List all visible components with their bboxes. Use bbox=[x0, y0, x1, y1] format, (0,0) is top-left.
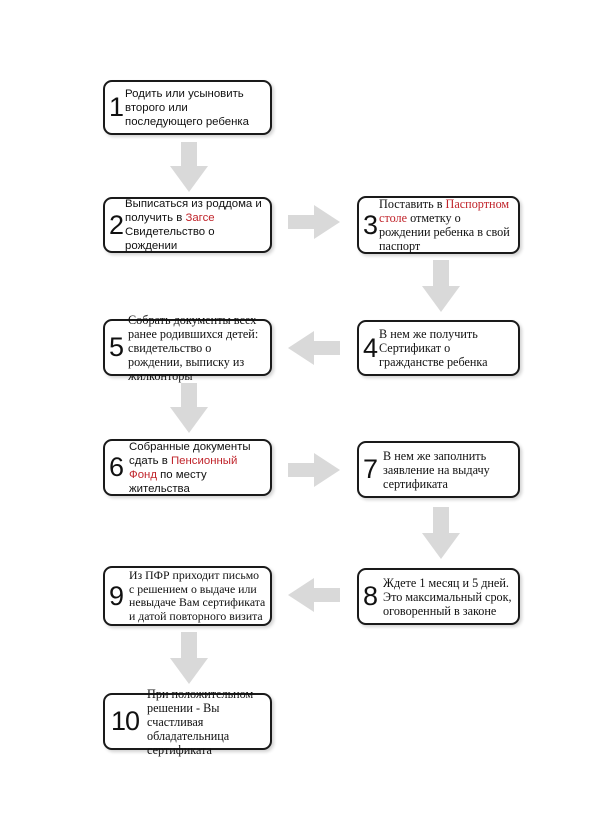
pension-fund-highlight: Пенсионный Фонд bbox=[129, 454, 238, 481]
arrow-shape bbox=[288, 205, 340, 239]
arrow-shape bbox=[288, 578, 340, 612]
step-2-box: 2 Выписаться из роддома и получить в Заг… bbox=[103, 197, 272, 253]
step-10-box: 10 При положительном решении - Вы счастл… bbox=[103, 687, 272, 757]
step-6-number: 6 bbox=[109, 452, 124, 482]
step-10-number: 10 bbox=[111, 706, 140, 736]
step-6-text: Собранные документы сдать в Пенсионный Ф… bbox=[129, 440, 251, 495]
step-1-text: Родить или усыновить второго или последу… bbox=[125, 87, 249, 128]
step-4-number: 4 bbox=[363, 332, 378, 363]
arrow-down-3-4 bbox=[422, 260, 460, 312]
step-1-box: 1 Родить или усыновить второго или после… bbox=[103, 80, 272, 135]
step-5-text: Собрать документы всех ранее родившихся … bbox=[128, 312, 259, 383]
step-2-text: Выписаться из роддома и получить в Загсе… bbox=[125, 198, 262, 252]
arrow-right-6-7 bbox=[288, 453, 340, 487]
step-10-text: При положительном решении - Вы счастлива… bbox=[147, 686, 254, 757]
step-4-box: 4 В нем же получить Сертификат о граждан… bbox=[357, 320, 520, 376]
step-5-box: 5 Собрать документы всех ранее родившихс… bbox=[103, 313, 272, 383]
step-3-text: Поставить в Паспортном столе отметку о р… bbox=[379, 197, 510, 253]
passport-office-highlight: Паспортном столе bbox=[379, 197, 510, 225]
step-7-box: 7 В нем же заполнить заявление на выдачу… bbox=[357, 441, 520, 498]
arrow-down-1-2 bbox=[170, 142, 208, 192]
step-6-box: 6 Собранные документы сдать в Пенсионный… bbox=[103, 439, 272, 496]
step-2-number: 2 bbox=[109, 209, 124, 240]
arrow-shape bbox=[288, 453, 340, 487]
arrow-shape bbox=[422, 260, 460, 312]
step-7-text: В нем же заполнить заявление на выдачу с… bbox=[383, 448, 490, 491]
step-9-box: 9 Из ПФР приходит письмо с решением о вы… bbox=[103, 566, 272, 626]
arrow-left-4-5 bbox=[288, 331, 340, 365]
step-4-text: В нем же получить Сертификат о гражданст… bbox=[379, 327, 488, 369]
step-1-number: 1 bbox=[109, 92, 124, 122]
step-3-box: 3 Поставить в Паспортном столе отметку о… bbox=[357, 196, 520, 254]
arrow-down-5-6 bbox=[170, 383, 208, 433]
step-3-number: 3 bbox=[363, 209, 378, 240]
arrow-shape bbox=[288, 331, 340, 365]
zags-highlight: Загсе bbox=[185, 212, 215, 224]
arrow-right-2-3 bbox=[288, 205, 340, 239]
arrow-down-9-10 bbox=[170, 632, 208, 684]
arrow-shape bbox=[170, 632, 208, 684]
arrow-shape bbox=[170, 383, 208, 433]
step-9-text: Из ПФР приходит письмо с решением о выда… bbox=[129, 568, 266, 623]
step-9-number: 9 bbox=[109, 580, 124, 611]
arrow-shape bbox=[422, 507, 460, 559]
step-7-number: 7 bbox=[363, 454, 378, 484]
step-8-text: Ждете 1 месяц и 5 дней. Это максимальный… bbox=[383, 575, 512, 618]
step-8-box: 8 Ждете 1 месяц и 5 дней. Это максимальн… bbox=[357, 568, 520, 625]
arrow-left-8-9 bbox=[288, 578, 340, 612]
arrow-shape bbox=[170, 142, 208, 192]
step-5-number: 5 bbox=[109, 332, 124, 362]
step-8-number: 8 bbox=[363, 581, 378, 611]
arrow-down-7-8 bbox=[422, 507, 460, 559]
